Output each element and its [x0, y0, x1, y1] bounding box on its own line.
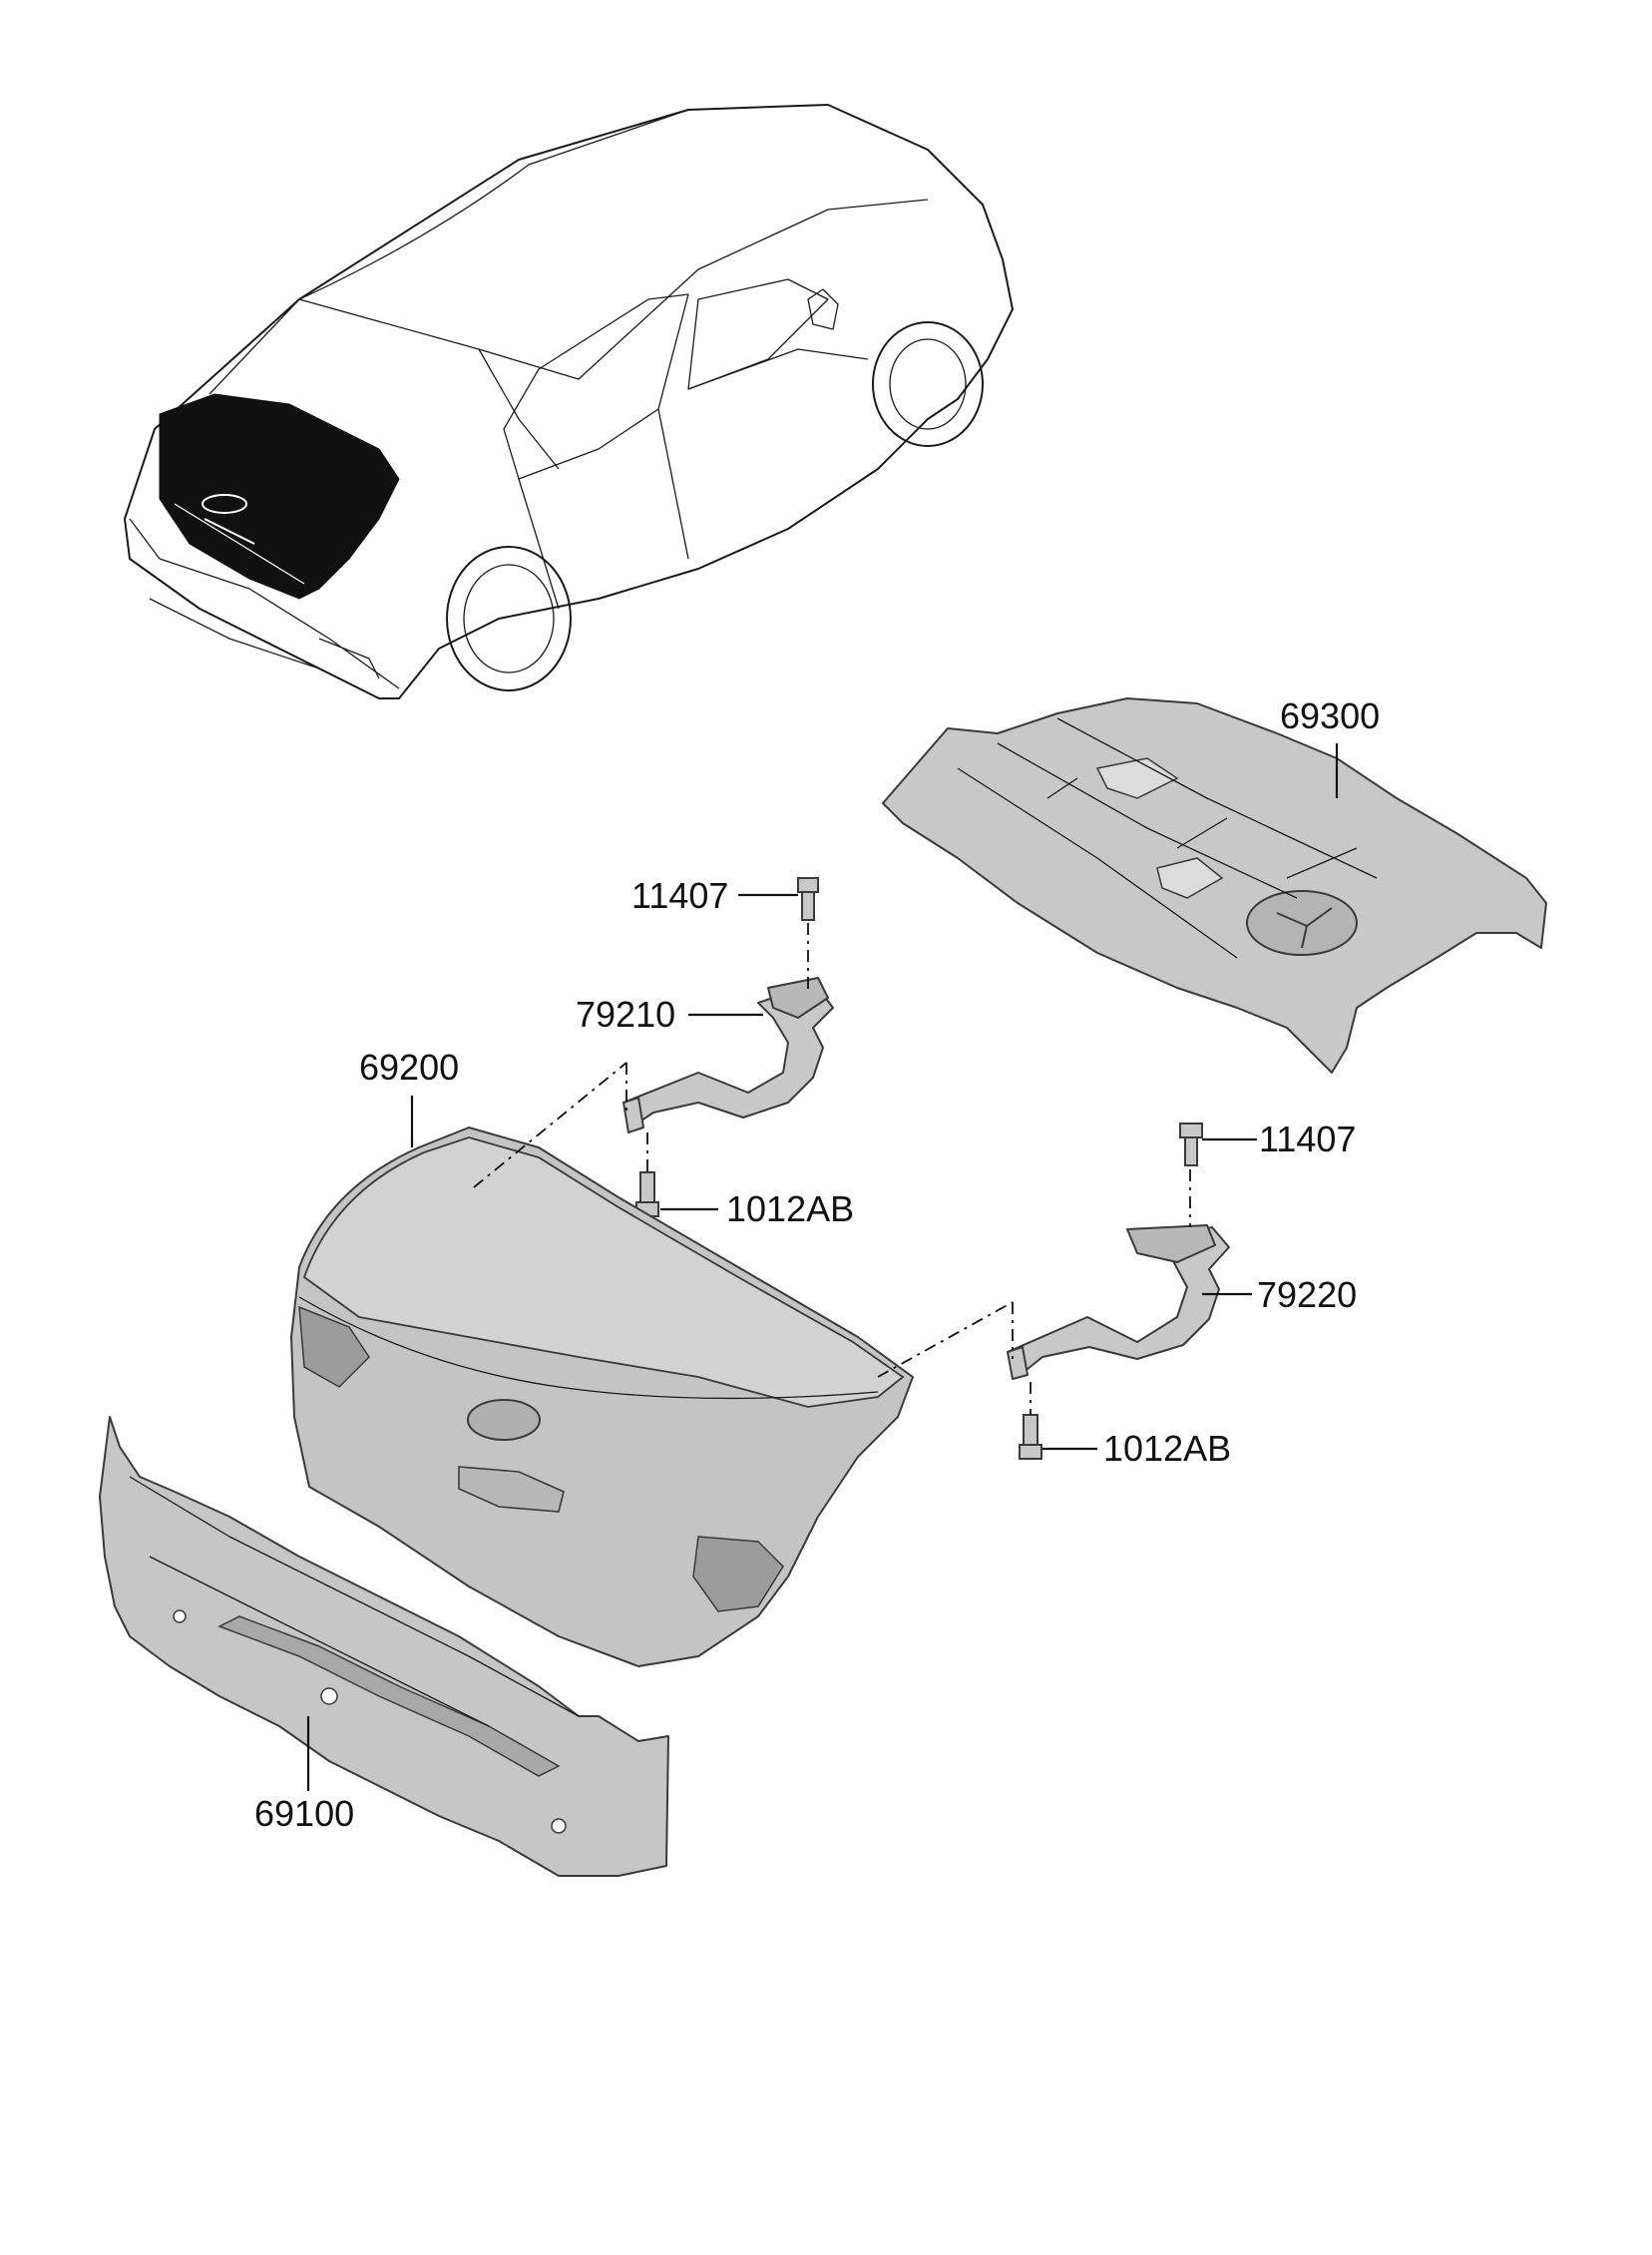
- callout-1012AB-lower: 1012AB: [1103, 1428, 1232, 1469]
- vehicle-overview-illustration: [124, 104, 1014, 699]
- bolt-11407-lower: [1179, 1123, 1203, 1166]
- trunk-lid-hinge-right-79220: [1007, 1224, 1230, 1380]
- callout-69100: 69100: [254, 1793, 355, 1834]
- highlighted-trunk-lid: [159, 393, 400, 600]
- callout-79220: 79220: [1257, 1274, 1358, 1315]
- trunk-lid-panel-69200: [290, 1127, 914, 1667]
- back-panel-69100: [99, 1416, 669, 1877]
- leader-lines: [306, 743, 1339, 1791]
- bolt-11407-upper: [797, 877, 819, 921]
- callout-1012AB-upper: 1012AB: [726, 1188, 855, 1229]
- bolt-1012AB-lower: [1019, 1414, 1042, 1460]
- rear-package-tray-69300: [882, 697, 1547, 1074]
- callout-11407-lower: 11407: [1259, 1119, 1357, 1159]
- callout-69200: 69200: [359, 1047, 460, 1088]
- callout-11407-upper: 11407: [631, 875, 729, 916]
- callout-69300: 69300: [1280, 695, 1381, 736]
- callout-79210: 79210: [576, 994, 676, 1035]
- trunk-lid-hinge-left-79210: [622, 977, 834, 1133]
